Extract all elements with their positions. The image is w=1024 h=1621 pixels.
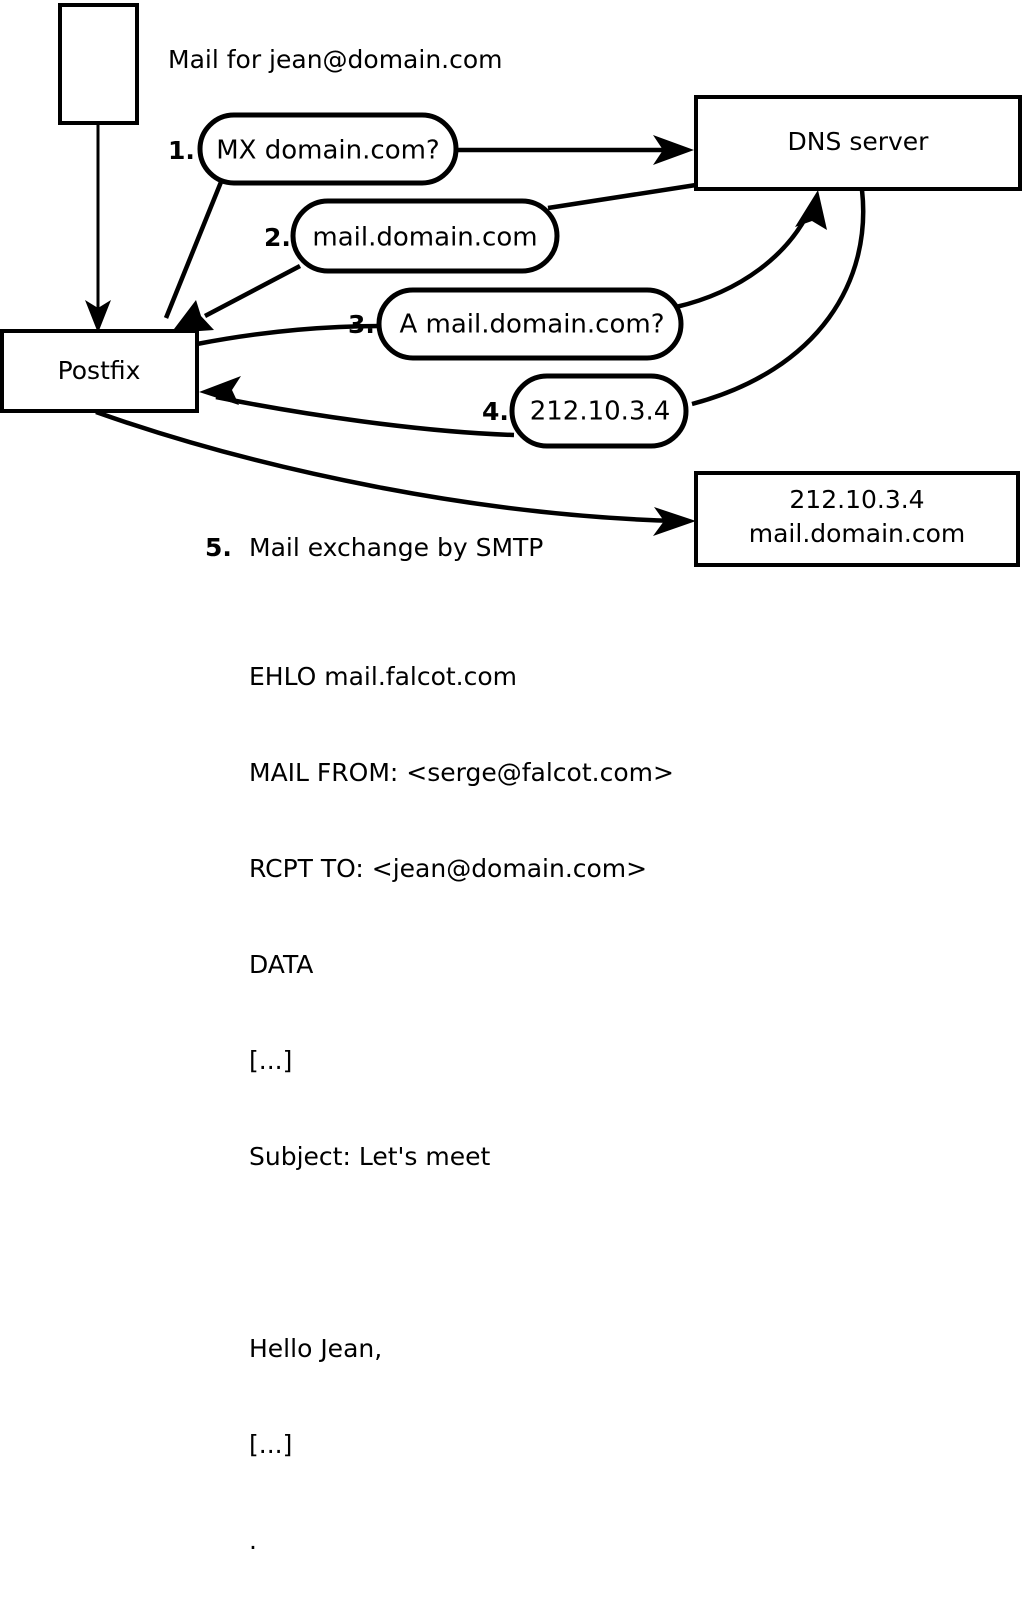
step3-bubble-label: A mail.domain.com? xyxy=(400,310,665,340)
transcript-line: RCPT TO: <jean@domain.com> xyxy=(249,854,648,883)
transcript-line: [...] xyxy=(249,1046,293,1075)
edge-step4-to-postfix xyxy=(215,394,515,438)
step2-bubble xyxy=(290,198,560,274)
transcript-line: . xyxy=(249,1526,257,1555)
arrowhead-step1-to-dns xyxy=(653,135,694,165)
transcript-line: Subject: Let's meet xyxy=(249,1142,491,1171)
arrowhead-step5-to-mailserver xyxy=(653,507,696,536)
mail-server-box xyxy=(694,471,1020,567)
arrowhead-step4-to-postfix xyxy=(199,376,241,405)
mail-for-caption: Mail for jean@domain.com xyxy=(168,45,503,74)
dns-server-box xyxy=(694,95,1022,191)
step1-bubble-label: MX domain.com? xyxy=(216,136,439,166)
step4-number: 4. xyxy=(482,397,509,426)
transcript-line: MAIL FROM: <serge@falcot.com> xyxy=(249,758,674,787)
step5-label: Mail exchange by SMTP xyxy=(249,533,544,562)
arrowhead-step3-to-dns xyxy=(795,190,827,230)
step4-bubble xyxy=(509,373,689,449)
step3-bubble xyxy=(376,287,684,361)
arrowhead-sender-to-postfix xyxy=(85,300,111,333)
dns-server-label: DNS server xyxy=(788,127,930,156)
step2-number: 2. xyxy=(264,223,291,252)
transcript-line: EHLO mail.falcot.com xyxy=(249,662,518,691)
postfix-label: Postfix xyxy=(58,356,141,385)
edge-step1-tail xyxy=(163,181,224,319)
mail-server-host-label: mail.domain.com xyxy=(749,519,965,548)
transcript-line: DATA xyxy=(249,950,314,979)
step2-bubble-label: mail.domain.com xyxy=(312,223,537,253)
diagram-canvas: Postfix DNS server 212.10.3.4 mail.domai… xyxy=(0,3,1022,567)
step1-number: 1. xyxy=(168,136,195,165)
edge-step3-from-postfix xyxy=(196,323,387,347)
transcript-line: Hello Jean, xyxy=(249,1334,383,1363)
transcript-line: [...] xyxy=(249,1430,293,1459)
edge-step5-to-mailserver xyxy=(95,409,679,524)
mail-server-ip-label: 212.10.3.4 xyxy=(789,485,924,514)
mail-delivery-diagram: Postfix DNS server 212.10.3.4 mail.domai… xyxy=(0,3,1022,1555)
postfix-box xyxy=(0,329,199,413)
step5-number: 5. xyxy=(205,533,232,562)
arrowhead-step2-to-postfix xyxy=(171,300,214,333)
edge-step4-from-dns xyxy=(691,189,866,407)
edge-step2-to-postfix xyxy=(203,264,302,318)
edge-step3-to-dns xyxy=(675,204,815,310)
smtp-transcript-block: EHLO mail.falcot.com MAIL FROM: <serge@f… xyxy=(249,597,674,1621)
edge-step2-from-dns xyxy=(547,182,697,211)
step3-number: 3. xyxy=(348,310,375,339)
transcript-blank-line xyxy=(249,1237,674,1269)
step1-bubble xyxy=(197,112,459,186)
step4-bubble-label: 212.10.3.4 xyxy=(530,397,671,427)
sender-box xyxy=(58,3,139,125)
